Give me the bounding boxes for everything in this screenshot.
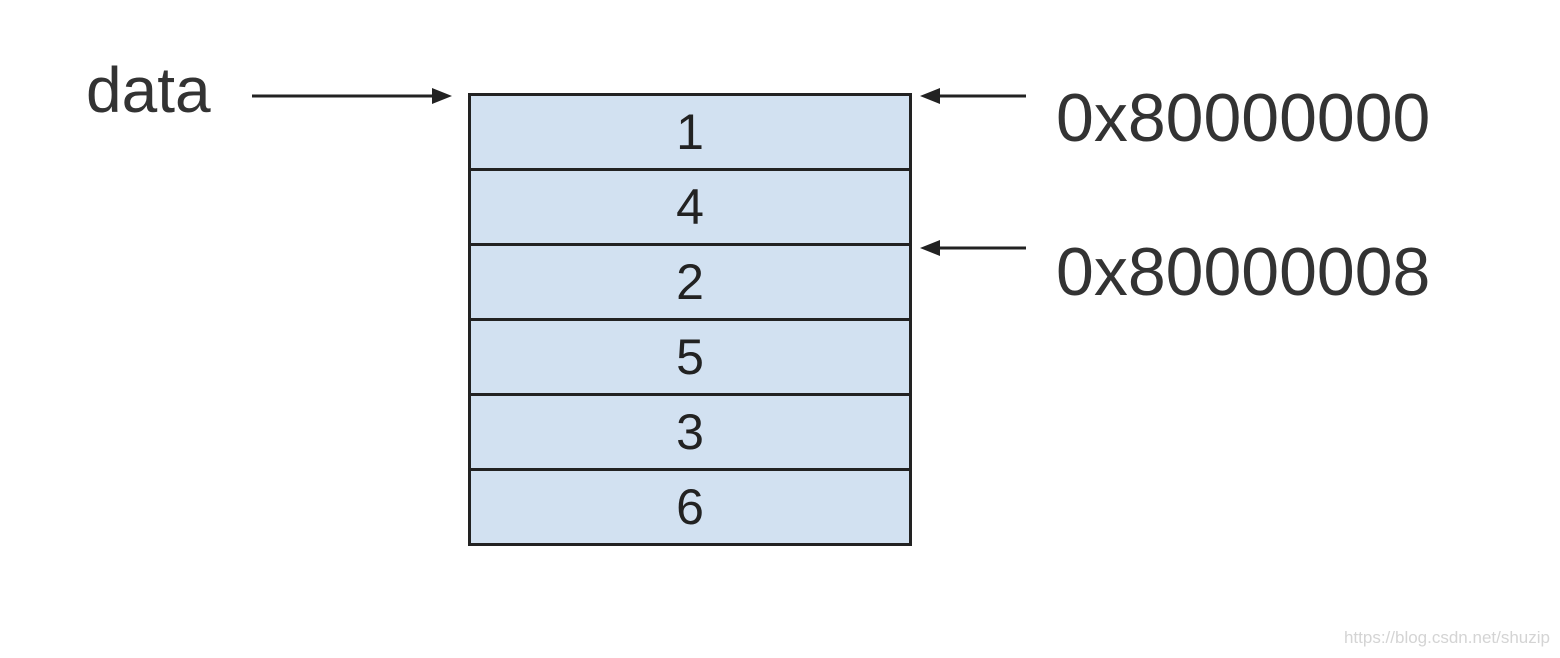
memory-cell: 6 xyxy=(471,471,909,543)
memory-block: 1 4 2 5 3 6 xyxy=(468,93,912,546)
memory-cell: 3 xyxy=(471,396,909,471)
address-label: 0x80000008 xyxy=(1056,234,1431,310)
memory-cell: 1 xyxy=(471,96,909,171)
memory-cell: 2 xyxy=(471,246,909,321)
memory-cell: 4 xyxy=(471,171,909,246)
data-pointer-label: data xyxy=(86,54,211,126)
address-label: 0x80000000 xyxy=(1056,80,1431,156)
data-arrow xyxy=(252,88,452,104)
address-arrow-1 xyxy=(920,240,1026,256)
address-arrow-0 xyxy=(920,88,1026,104)
memory-cell: 5 xyxy=(471,321,909,396)
watermark: https://blog.csdn.net/shuzip xyxy=(1343,628,1550,647)
